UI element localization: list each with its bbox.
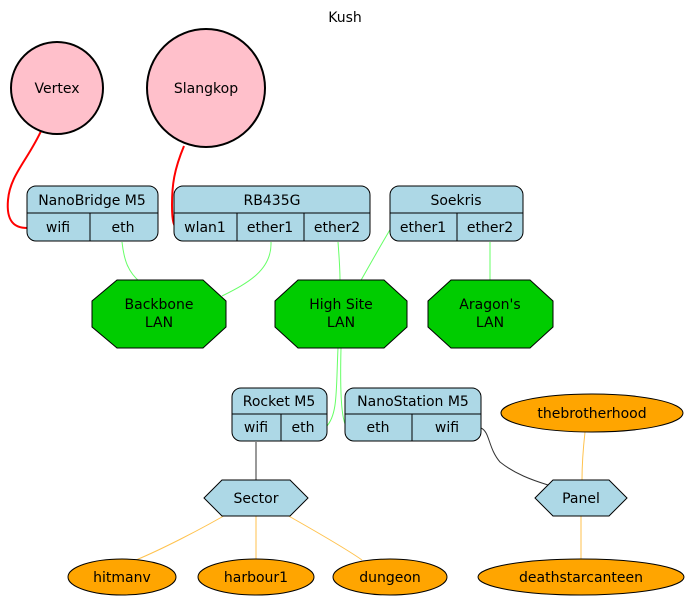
port-rb435g-ether2: ether2 <box>314 220 360 236</box>
edge-nanostation-panel <box>480 427 549 486</box>
diagram-title: Kush <box>328 10 362 26</box>
port-soekris-ether1: ether1 <box>400 220 446 236</box>
port-rocket-wifi: wifi <box>244 420 268 436</box>
edge-soekris-highsite <box>359 227 392 283</box>
lan-label-aragons-line2: LAN <box>476 315 504 331</box>
port-rb435g-wlan1: wlan1 <box>184 220 226 236</box>
hub-label-panel: Panel <box>562 491 600 507</box>
lan-highsite: High Site LAN <box>274 279 408 349</box>
device-rb435g: RB435G wlan1 ether1 ether2 <box>173 185 371 242</box>
site-node-vertex: Vertex <box>10 41 104 135</box>
port-rb435g-ether1: ether1 <box>247 220 293 236</box>
hub-panel: Panel <box>534 479 628 517</box>
device-name-nanobridge: NanoBridge M5 <box>38 193 146 209</box>
port-soekris-ether2: ether2 <box>467 220 513 236</box>
device-soekris: Soekris ether1 ether2 <box>389 185 524 242</box>
client-label-deathstarcanteen: deathstarcanteen <box>519 570 643 586</box>
client-hitmanv: hitmanv <box>67 558 177 596</box>
lan-backbone: Backbone LAN <box>91 279 227 349</box>
edge-sector-hitmanv <box>135 509 235 561</box>
client-label-thebrotherhood: thebrotherhood <box>537 406 646 422</box>
site-label-vertex: Vertex <box>34 81 79 97</box>
lan-label-backbone-line1: Backbone <box>125 297 194 313</box>
site-node-slangkop: Slangkop <box>146 28 266 148</box>
client-thebrotherhood: thebrotherhood <box>500 393 684 433</box>
client-harbour1: harbour1 <box>197 558 315 596</box>
edge-nanobridge-backbone <box>121 241 141 283</box>
lan-label-aragons-line1: Aragon's <box>459 297 520 313</box>
hub-label-sector: Sector <box>233 491 278 507</box>
edge-vertex-nanobridge <box>6 128 43 229</box>
client-label-hitmanv: hitmanv <box>93 570 151 586</box>
device-nanobridge: NanoBridge M5 wifi eth <box>26 185 159 242</box>
port-rocket-eth: eth <box>292 420 315 436</box>
lan-label-highsite-line1: High Site <box>309 297 373 313</box>
device-name-soekris: Soekris <box>430 193 481 209</box>
device-name-rb435g: RB435G <box>244 193 301 209</box>
lan-aragons: Aragon's LAN <box>427 279 554 349</box>
lan-label-backbone-line2: LAN <box>145 315 173 331</box>
client-dungeon: dungeon <box>332 558 448 596</box>
hub-sector: Sector <box>203 479 309 517</box>
lan-label-highsite-line2: LAN <box>327 315 355 331</box>
port-nanobridge-wifi: wifi <box>46 220 70 236</box>
client-label-harbour1: harbour1 <box>224 570 288 586</box>
port-nanostation-eth: eth <box>367 420 390 436</box>
device-rocket: Rocket M5 wifi eth <box>231 387 328 442</box>
site-label-slangkop: Slangkop <box>174 81 238 97</box>
device-name-rocket: Rocket M5 <box>243 394 316 410</box>
port-nanostation-wifi: wifi <box>435 420 459 436</box>
device-name-nanostation: NanoStation M5 <box>357 394 469 410</box>
edge-thebrotherhood-panel <box>581 431 586 481</box>
client-deathstarcanteen: deathstarcanteen <box>477 558 685 596</box>
edge-rb435g-highsite <box>337 241 341 281</box>
client-label-dungeon: dungeon <box>359 570 421 586</box>
edge-sector-dungeon <box>277 509 363 561</box>
port-nanobridge-eth: eth <box>112 220 135 236</box>
device-nanostation: NanoStation M5 eth wifi <box>344 387 482 442</box>
edge-rb435g-backbone <box>221 241 272 297</box>
